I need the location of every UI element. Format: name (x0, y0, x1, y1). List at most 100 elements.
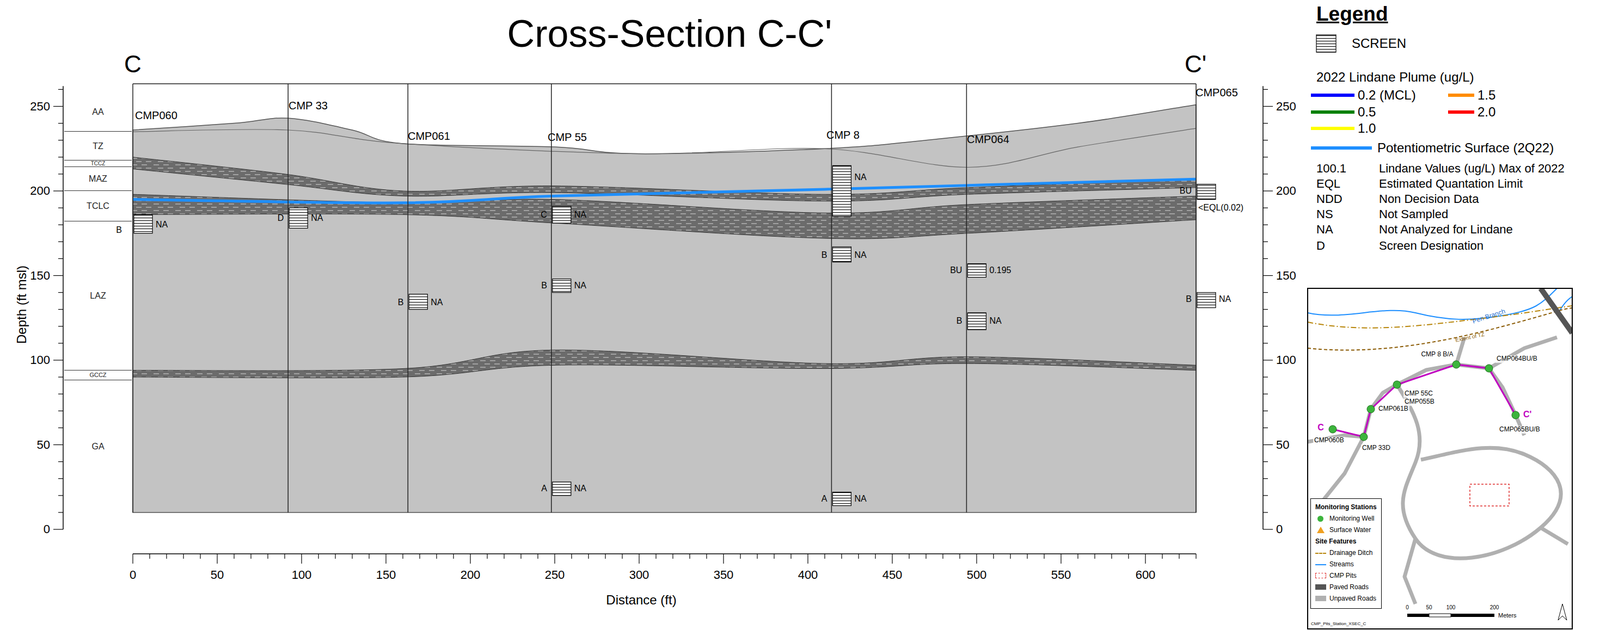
axis-tick (520, 554, 521, 560)
axis-tick (58, 224, 64, 226)
map-legend-symbol (1315, 584, 1327, 591)
tick-label: 250 (1276, 99, 1297, 114)
tick-label: 0 (129, 568, 137, 582)
legend-key: D (1316, 238, 1326, 253)
axis-tick (1263, 89, 1268, 90)
unit-band: TCLC (64, 191, 132, 222)
well-screen (408, 294, 428, 310)
axis-tick (58, 394, 64, 395)
axis-tick (58, 376, 64, 378)
well-name: CMP061 (407, 130, 451, 143)
axis-tick (773, 554, 775, 560)
tick-label: 250 (29, 99, 51, 114)
axis-tick (1263, 173, 1268, 175)
axis-tick (722, 554, 724, 565)
legend-text: 0.5 (1357, 104, 1376, 120)
tick-label: 550 (1051, 568, 1072, 582)
axis-tick (149, 554, 150, 560)
screen-designation: B (821, 250, 828, 261)
well-name: CMP064 (966, 133, 1010, 146)
legend-swatch (1448, 93, 1475, 97)
lindane-value: NA (155, 219, 168, 230)
axis-tick (908, 554, 910, 560)
unit-label: MAZ (88, 174, 108, 184)
monitoring-well (1328, 425, 1337, 434)
axis-tick (655, 554, 657, 560)
right-axis (1262, 86, 1264, 530)
axis-tick (807, 554, 808, 565)
scale-label: 50 (1425, 604, 1432, 612)
legend-subheading: 2022 Lindane Plume (ug/L) (1316, 69, 1475, 85)
unit-label: GA (91, 442, 104, 452)
axis-tick (1043, 554, 1045, 560)
axis-tick (1009, 554, 1011, 560)
well-screen (832, 165, 851, 217)
axis-tick (58, 309, 64, 310)
axis-tick (1263, 326, 1268, 327)
lindane-value: NA (989, 316, 1002, 327)
legend-key: NS (1316, 207, 1334, 222)
axis-tick (739, 554, 741, 560)
axis-tick (58, 207, 64, 209)
axis-tick (1263, 139, 1268, 141)
well-screen (832, 492, 851, 507)
axis-tick (419, 554, 420, 560)
map-legend-symbol (1317, 516, 1324, 523)
axis-tick (959, 554, 960, 560)
axis-tick (537, 554, 538, 560)
axis-title: Depth (ft msl) (14, 265, 30, 345)
axis-tick (1263, 461, 1268, 463)
screen-designation: A (821, 494, 828, 505)
map-ground (1307, 288, 1573, 630)
axis-tick (638, 554, 640, 565)
axis-tick (58, 326, 64, 327)
map-label: CMP 8 B/A (1419, 351, 1455, 359)
well-line (132, 83, 134, 513)
tick-label: 100 (1276, 353, 1297, 367)
monitoring-well (1511, 411, 1520, 420)
lindane-value: NA (430, 297, 443, 308)
tick-label: 200 (1276, 184, 1297, 198)
axis-tick (672, 554, 673, 560)
map-label: CMP061B (1377, 405, 1410, 414)
axis-tick (317, 554, 319, 560)
legend-key: EQL (1316, 176, 1341, 191)
well-screen (967, 313, 986, 330)
lindane-value: NA (854, 494, 867, 505)
drainage-ditch (1307, 305, 1573, 329)
tick-label: 150 (29, 268, 51, 283)
axis-tick (58, 89, 64, 90)
map-legend-symbol (1316, 526, 1325, 534)
well-screen (552, 206, 572, 224)
tick-label: 400 (798, 568, 819, 582)
legend-key: NDD (1316, 192, 1343, 206)
axis-tick (1263, 241, 1268, 243)
legend-heading: Legend (1316, 2, 1389, 27)
axis-tick (53, 275, 64, 277)
legend-swatch (1310, 93, 1355, 97)
axis-tick (58, 139, 64, 141)
axis-tick (841, 554, 842, 560)
tick-label: 0 (43, 522, 51, 537)
screen-designation: B (956, 316, 963, 327)
tick-label: 200 (29, 184, 51, 198)
axis-tick (469, 554, 471, 565)
cmp-pits (1469, 484, 1510, 507)
axis-title: Distance (ft) (605, 592, 677, 609)
axis-tick (58, 478, 64, 480)
axis-tick (351, 554, 353, 560)
axis-tick (1263, 224, 1268, 226)
unit-label: TCLC (86, 201, 110, 211)
axis-tick (58, 156, 64, 158)
left-axis (62, 86, 64, 530)
map-label: CMP064BU/B (1495, 355, 1539, 364)
axis-tick (58, 411, 64, 412)
legend-text: Non Decision Data (1378, 192, 1479, 206)
map-legend-item: Streams (1329, 560, 1354, 569)
axis-tick (891, 554, 893, 565)
legend-key: 100.1 (1316, 161, 1347, 176)
axis-tick (452, 554, 454, 560)
monitoring-well (1452, 360, 1461, 369)
axis-tick (301, 554, 302, 565)
axis-tick (53, 190, 64, 192)
